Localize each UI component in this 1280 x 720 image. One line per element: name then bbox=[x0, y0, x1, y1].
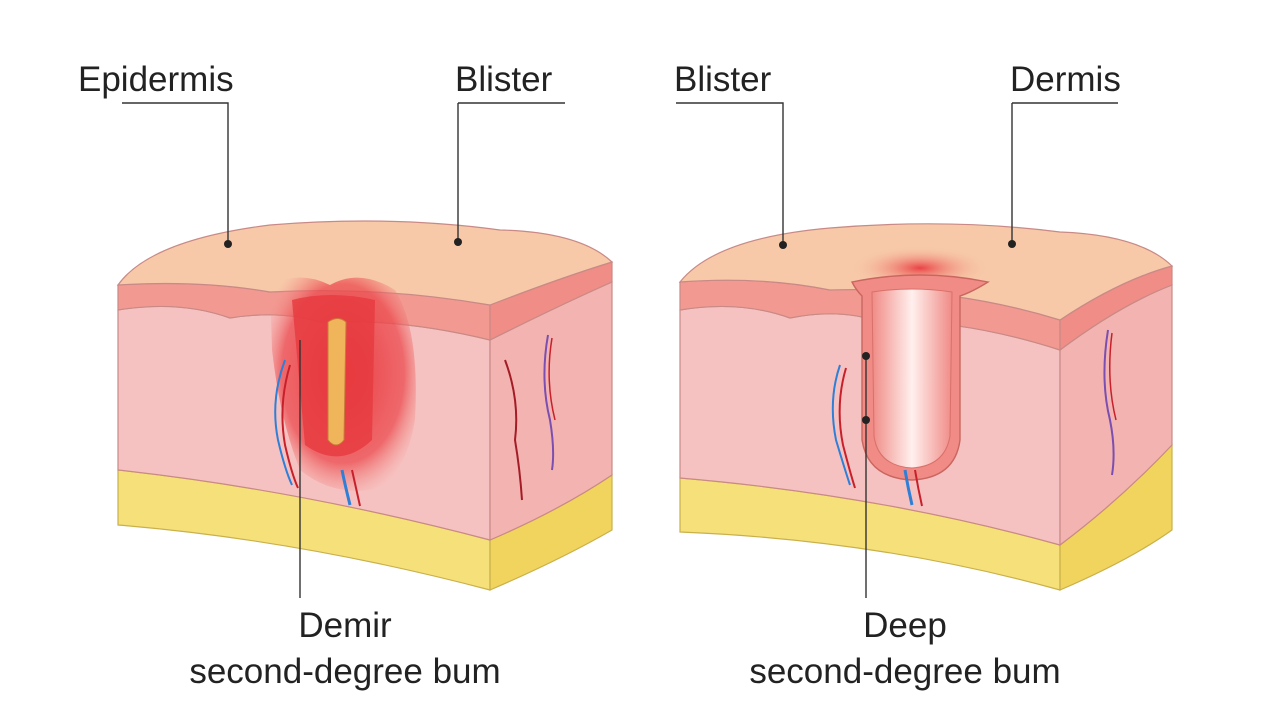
left-blister-fluid bbox=[327, 318, 347, 446]
left-vein bbox=[274, 359, 293, 486]
caption-right: Deep second-degree bum bbox=[725, 603, 1085, 695]
epidermis-leader bbox=[122, 102, 229, 242]
left-skin-block bbox=[116, 220, 614, 591]
label-blister-left: Blister bbox=[455, 60, 553, 99]
left-top-surface bbox=[116, 220, 614, 306]
caption-left-line2: second-degree bum bbox=[189, 652, 501, 691]
caption-left-line1: Demir bbox=[298, 606, 392, 645]
right-leader-lines bbox=[676, 102, 1118, 598]
left-artery bbox=[281, 364, 299, 489]
label-dermis: Dermis bbox=[1010, 60, 1121, 99]
pocket-dot-upper bbox=[862, 352, 870, 360]
epidermis-dot bbox=[224, 240, 232, 248]
blister-dot-left bbox=[454, 238, 462, 246]
left-leader-lines bbox=[122, 102, 565, 598]
dermis-dot bbox=[1008, 240, 1016, 248]
label-epidermis: Epidermis bbox=[78, 60, 234, 99]
label-blister-right: Blister bbox=[674, 60, 772, 99]
caption-left: Demir second-degree bum bbox=[165, 603, 525, 695]
right-skin-block bbox=[678, 223, 1174, 591]
caption-right-line2: second-degree bum bbox=[749, 652, 1061, 691]
pocket-dot-lower bbox=[862, 416, 870, 424]
blister-leader-right bbox=[676, 102, 784, 243]
caption-right-line1: Deep bbox=[863, 606, 947, 645]
blister-dot-right bbox=[779, 241, 787, 249]
